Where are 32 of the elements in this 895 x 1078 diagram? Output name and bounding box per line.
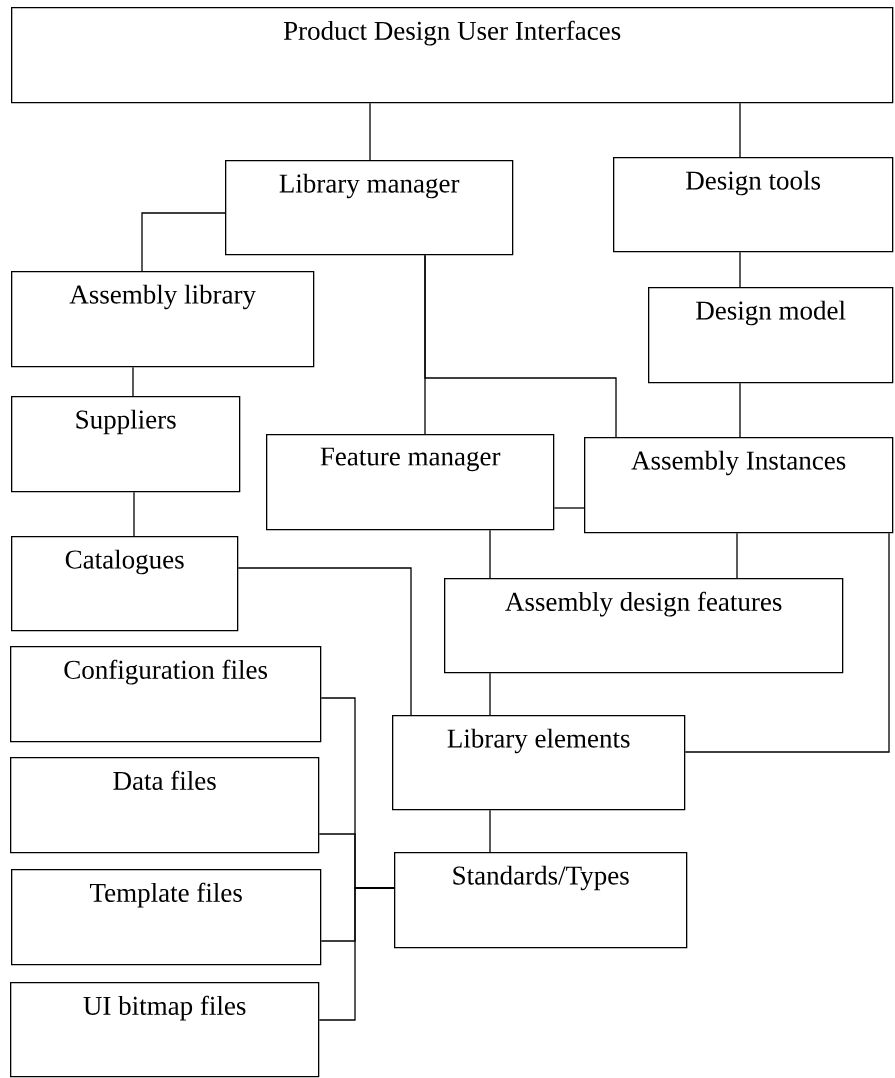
connector-line bbox=[489, 529, 491, 579]
connector-line bbox=[424, 254, 617, 438]
connector-line bbox=[736, 532, 738, 579]
connector-line bbox=[739, 102, 741, 158]
process-box: Catalogues bbox=[11, 536, 239, 632]
process-box: Design model bbox=[648, 287, 894, 384]
process-box: Design tools bbox=[613, 157, 894, 253]
process-box: UI bitmap files bbox=[10, 982, 320, 1078]
process-box: Assembly library bbox=[11, 271, 315, 368]
process-box: Configuration files bbox=[10, 646, 322, 743]
connector-line bbox=[141, 212, 226, 272]
process-box: Data files bbox=[10, 757, 320, 854]
connector-line bbox=[132, 366, 134, 397]
connector-line bbox=[489, 809, 491, 853]
process-box: Assembly Instances bbox=[584, 437, 894, 534]
connector-line bbox=[489, 672, 491, 716]
process-box: Library manager bbox=[225, 160, 514, 256]
connector-line bbox=[553, 507, 585, 509]
process-box: Library elements bbox=[392, 715, 686, 811]
process-box: Suppliers bbox=[11, 396, 241, 493]
process-box: Template files bbox=[11, 869, 322, 966]
process-box: Feature manager bbox=[266, 434, 555, 531]
connector-line bbox=[739, 382, 741, 438]
process-box: Standards/Types bbox=[394, 852, 688, 949]
connector-line bbox=[739, 251, 741, 288]
connector-line bbox=[133, 491, 135, 537]
connector-line bbox=[237, 567, 412, 716]
connector-line bbox=[318, 887, 395, 1021]
process-box: Assembly design features bbox=[444, 578, 844, 674]
process-box: Product Design User Interfaces bbox=[11, 7, 894, 104]
connector-line bbox=[684, 532, 890, 753]
connector-line bbox=[369, 102, 371, 161]
